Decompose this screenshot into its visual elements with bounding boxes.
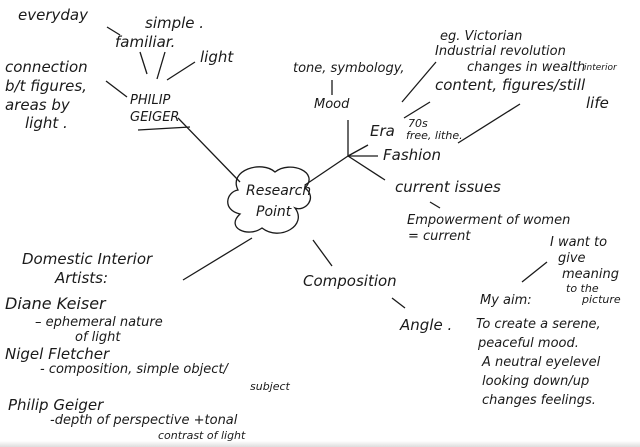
current-note2: = current: [408, 229, 471, 244]
line-to-philip: [177, 117, 241, 183]
line-current: [347, 155, 386, 181]
era-label: Era: [370, 122, 395, 140]
era-interior: interior: [584, 63, 617, 73]
artist-2: Nigel Fletcher: [5, 345, 110, 363]
aim-want-5: picture: [582, 293, 621, 306]
artists-heading1: Domestic Interior: [22, 250, 153, 268]
line-artists: [182, 237, 253, 281]
artist-2-note1: - composition, simple object/: [40, 362, 228, 377]
paper-edge: [0, 441, 640, 447]
era-victorian: eg. Victorian: [440, 29, 523, 44]
line-aim: [521, 261, 548, 283]
artist-3: Philip Geiger: [8, 396, 104, 414]
philip-name1: PHILIP: [130, 93, 171, 108]
artist-1: Diane Keiser: [5, 294, 106, 313]
line-fashion-still: [457, 103, 521, 144]
artist-3-note2: contrast of light: [158, 429, 246, 442]
connection-1: connection: [5, 58, 88, 76]
line-angle: [391, 297, 406, 309]
familiar: familiar.: [115, 33, 176, 51]
everyday: everyday: [18, 6, 88, 24]
line-composition: [312, 239, 333, 267]
mood-note: tone, symbology,: [293, 61, 405, 76]
connection-4: light .: [25, 114, 68, 132]
aim-want-1: I want to: [550, 235, 608, 250]
aim-text-2: peaceful mood.: [478, 336, 579, 351]
artist-1-note1: – ephemeral nature: [35, 315, 163, 330]
research-point-cloud: [227, 166, 311, 234]
line-familiar2: [156, 51, 166, 80]
era-industrial: Industrial revolution: [435, 44, 566, 59]
line-hub: [304, 155, 349, 186]
era-content: content, figures/still: [435, 76, 586, 94]
line-content: [403, 101, 431, 119]
aim-text-3: A neutral eyelevel: [482, 355, 601, 370]
fashion-label: Fashion: [383, 146, 441, 164]
aim-want-4: to the: [566, 282, 599, 295]
center-line2: Point: [256, 204, 292, 220]
line-connection: [105, 80, 128, 98]
era-free: free, lithe.: [406, 129, 463, 142]
aim-label: My aim:: [480, 293, 532, 308]
line-light: [166, 61, 196, 81]
era-life: life: [586, 94, 609, 112]
composition-label: Composition: [303, 272, 397, 290]
artist-2-note2: subject: [250, 380, 290, 393]
philip-name2: GEIGER: [130, 110, 180, 125]
aim-want-3: meaning: [562, 267, 619, 282]
light: light: [200, 48, 234, 66]
current-note1: Empowerment of women: [407, 213, 571, 228]
simple: simple .: [145, 14, 205, 32]
line-familiar1: [139, 51, 148, 75]
aim-text-1: To create a serene,: [476, 317, 601, 332]
artists-heading2: Artists:: [55, 269, 109, 287]
aim-want-2: give: [558, 251, 586, 266]
era-wealth: changes in wealth: [467, 60, 586, 75]
connection-2: b/t figures,: [5, 77, 87, 95]
aim-text-4: looking down/up: [482, 374, 590, 389]
era-70s: 70s: [408, 117, 428, 130]
line-everyday: [106, 26, 121, 36]
mood-label: Mood: [314, 97, 350, 112]
philip-underline: [137, 126, 191, 131]
aim-text-5: changes feelings.: [482, 393, 596, 408]
artist-1-note2: of light: [75, 330, 121, 345]
angle-label: Angle .: [400, 316, 453, 334]
line-empower: [429, 201, 441, 209]
line-victorian: [401, 61, 437, 103]
center-line1: Research: [246, 183, 312, 199]
connection-3: areas by: [5, 96, 70, 114]
artist-3-note1: -depth of perspective +tonal: [50, 413, 238, 428]
current-label: current issues: [395, 178, 501, 196]
line-era: [347, 144, 369, 157]
